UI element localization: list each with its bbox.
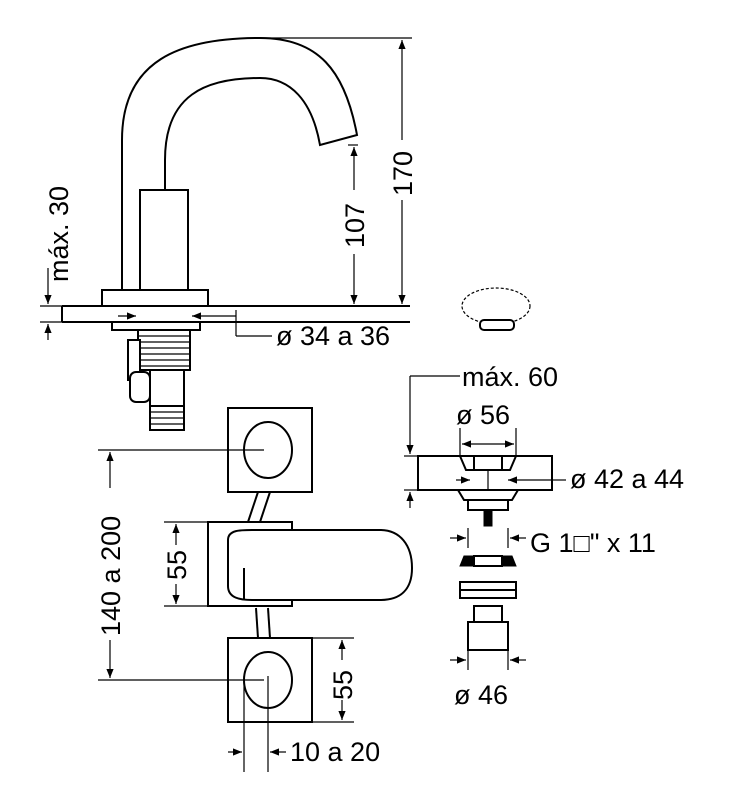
shank-threads <box>138 335 190 367</box>
dim-55-handle-label: 55 <box>328 670 358 700</box>
dim-10to20-label: 10 a 20 <box>290 737 380 767</box>
lock-nut <box>111 321 201 331</box>
dim-107-label: 107 <box>340 203 370 248</box>
dim-55-lever-label: 55 <box>162 550 192 580</box>
dim-42to44-label: ø 42 a 44 <box>570 464 684 494</box>
faucet-side-view: máx. 30 107 170 ø 34 a 36 <box>40 36 418 431</box>
dim-max30-label: máx. 30 <box>44 186 74 282</box>
dim-thread-label: G 1□" x 11 <box>530 528 656 558</box>
hose-connector <box>129 371 151 403</box>
faucet-body <box>139 189 189 291</box>
dim-max60-label: máx. 60 <box>462 362 558 392</box>
chain-stopper <box>461 287 531 331</box>
chain-icon <box>461 287 531 325</box>
dim-46-label: ø 46 <box>454 680 508 710</box>
dim-170-label: 170 <box>388 151 418 196</box>
spout-outline <box>121 36 359 290</box>
dim-34to36-label: ø 34 a 36 <box>276 321 390 351</box>
spout-top <box>227 529 414 601</box>
faucet-top-view: 140 a 200 55 55 10 a 20 <box>96 407 414 772</box>
mounting-flange <box>101 289 209 307</box>
drain-tailpiece <box>467 621 509 651</box>
threaded-shank <box>137 329 191 371</box>
dim-140to200-label: 140 a 200 <box>96 516 126 636</box>
dim-56-label: ø 56 <box>456 400 510 430</box>
stopper-plug <box>479 319 515 331</box>
drain-assembly: máx. 60 ø 56 ø 42 a 44 G 1□" x 11 ø 46 <box>404 362 684 710</box>
drain-screw <box>483 509 493 527</box>
